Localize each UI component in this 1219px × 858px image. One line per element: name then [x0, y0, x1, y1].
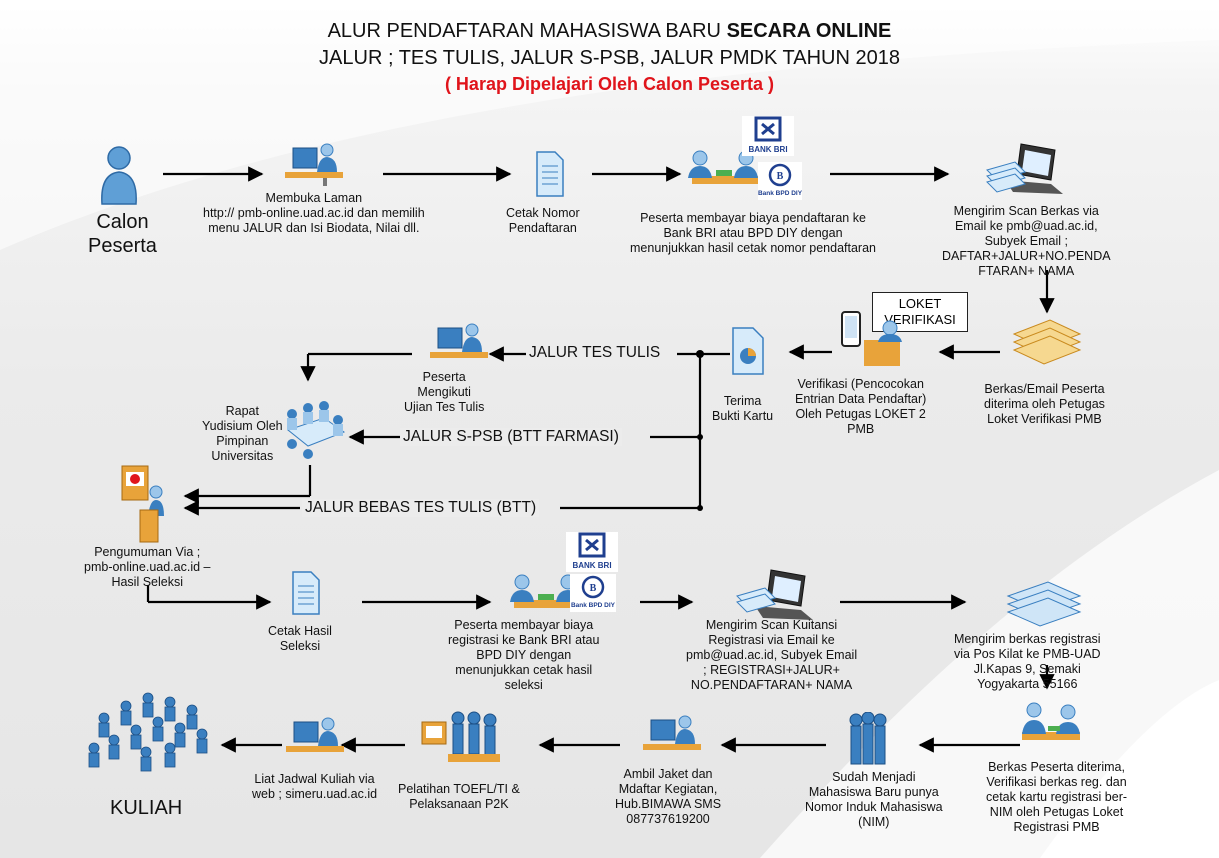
node-cetak-hasil: Cetak Hasil Seleksi [268, 624, 332, 653]
node-calon-peserta: Calon Peserta [88, 211, 157, 257]
bri-logo: BANK BRI [742, 116, 794, 156]
svg-text:BANK BRI: BANK BRI [748, 145, 787, 154]
node-berkas-email: Berkas/Email Peserta diterima oleh Petug… [984, 382, 1105, 426]
node-cetak-nomor: Cetak Nomor Pendaftaran [506, 206, 580, 235]
students-icon [849, 712, 887, 765]
bank-payment-icon [688, 150, 758, 184]
label-jalur-btt: JALUR BEBAS TES TULIS (BTT) [302, 499, 540, 517]
node-ambil-jaket: Ambil Jaket dan Mdaftar Kegiatan, Hub.BI… [615, 767, 722, 826]
registration-officer-icon [1022, 702, 1080, 740]
node-nim: Sudah Menjadi Mahasiswa Baru punya Nomor… [805, 770, 943, 829]
node-kirim-scan-berkas: Mengirim Scan Berkas via Email ke pmb@ua… [942, 204, 1111, 278]
bri-logo-registration: BANK BRI [566, 532, 618, 572]
jacket-computer-user-icon [643, 715, 701, 750]
card-document-icon [732, 327, 764, 375]
page-note: ( Harap Dipelajari Oleh Calon Peserta ) [444, 74, 775, 94]
officer-phone-icon [841, 311, 902, 366]
laptop-receipt-icon [736, 569, 813, 620]
node-bayar-registrasi: Peserta membayar biaya registrasi ke Ban… [448, 618, 600, 692]
node-ujian-tes-tulis: Peserta Mengikuti Ujian Tes Tulis [404, 370, 485, 414]
schedule-computer-user-icon [286, 717, 344, 752]
page-subtitle: JALUR ; TES TULIS, JALUR S-PSB, JALUR PM… [319, 47, 900, 69]
node-bayar-pendaftaran: Peserta membayar biaya pendaftaran ke Ba… [630, 211, 876, 255]
svg-text:B: B [590, 583, 597, 594]
node-jadwal-kuliah: Liat Jadwal Kuliah via web ; simeru.uad.… [252, 772, 378, 801]
node-rapat-yudisium: Rapat Yudisium Oleh Pimpinan Universitas [202, 404, 283, 463]
papers-stack-icon [1006, 581, 1082, 627]
crowd-icon [88, 692, 208, 772]
node-pelatihan: Pelatihan TOEFL/TI & Pelaksanaan P2K [398, 782, 520, 811]
loket-verifikasi-box: LOKET VERIFIKASI [872, 292, 968, 332]
person-icon [101, 146, 137, 205]
computer-user-icon [285, 143, 343, 186]
label-jalur-spsb: JALUR S-PSB (BTT FARMASI) [400, 428, 622, 446]
svg-text:B: B [777, 171, 784, 182]
svg-text:Bank BPD DIY: Bank BPD DIY [571, 602, 616, 609]
node-kirim-kuitansi: Mengirim Scan Kuitansi Registrasi via Em… [686, 618, 858, 692]
node-kuliah: KULIAH [110, 797, 183, 819]
laptop-documents-icon [986, 143, 1063, 194]
node-membuka-laman: Membuka Laman http:// pmb-online.uad.ac.… [203, 191, 425, 235]
node-berkas-diterima: Berkas Peserta diterima, Verifikasi berk… [986, 760, 1128, 834]
bpd-logo-registration: B Bank BPD DIY [570, 574, 616, 612]
bpd-logo: B Bank BPD DIY [758, 162, 803, 200]
label-jalur-tes-tulis: JALUR TES TULIS [526, 344, 664, 362]
svg-text:BANK BRI: BANK BRI [572, 561, 611, 570]
result-document-icon [292, 571, 320, 615]
page-title: ALUR PENDAFTARAN MAHASISWA BARU SECARA O… [327, 20, 892, 42]
node-kirim-berkas-pos: Mengirim berkas registrasi via Pos Kilat… [954, 632, 1101, 691]
document-icon [536, 151, 564, 197]
svg-text:Bank BPD DIY: Bank BPD DIY [758, 190, 802, 197]
node-pengumuman: Pengumuman Via ; pmb-online.uad.ac.id – … [84, 545, 211, 589]
presenter-icon [121, 465, 164, 543]
meeting-icon [286, 401, 346, 459]
exam-computer-user-icon [430, 323, 488, 358]
node-verifikasi: Verifikasi (Pencocokan Entrian Data Pend… [795, 377, 927, 436]
node-terima-kartu: Terima Bukti Kartu [712, 394, 774, 423]
training-icon [421, 711, 500, 762]
bank-payment-registration-icon [510, 574, 580, 608]
document-stack-icon [1012, 319, 1082, 365]
